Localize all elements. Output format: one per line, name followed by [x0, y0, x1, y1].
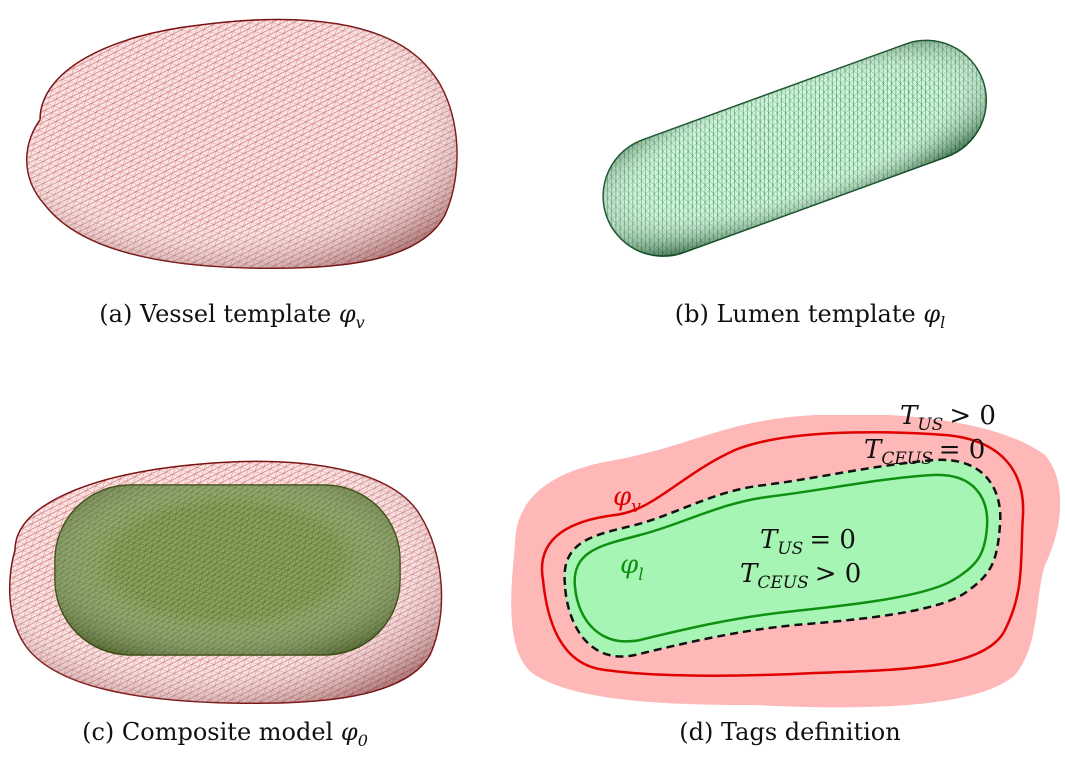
lumen-region: [563, 458, 1002, 658]
lumen-contour: [573, 473, 989, 643]
lumen-label: φl: [620, 550, 644, 585]
vessel-template-render: [26, 18, 458, 270]
vessel-label: φv: [613, 482, 641, 517]
tags-definition-diagram: φv φl: [511, 415, 1061, 708]
outer-tags-text: TUS> 0 TCEUS= 0: [864, 401, 996, 468]
inner-tag-us-line: TUS= 0: [760, 525, 856, 559]
lumen-template-render: [602, 39, 988, 257]
caption-a: (a) Vessel template φv: [99, 300, 365, 332]
caption-d: (d) Tags definition: [679, 718, 901, 746]
caption-c: (c) Composite model φ0: [82, 718, 368, 750]
inner-tag-ceus-line: TCEUS> 0: [740, 559, 861, 593]
outer-tag-ceus-line: TCEUS= 0: [864, 435, 985, 468]
composite-model-render: [8, 460, 443, 705]
caption-b: (b) Lumen template φl: [674, 300, 946, 332]
vessel-contour: [540, 430, 1025, 677]
inner-tags-text: TUS= 0 TCEUS> 0: [740, 525, 861, 593]
outer-tag-us-line: TUS> 0: [900, 401, 996, 435]
